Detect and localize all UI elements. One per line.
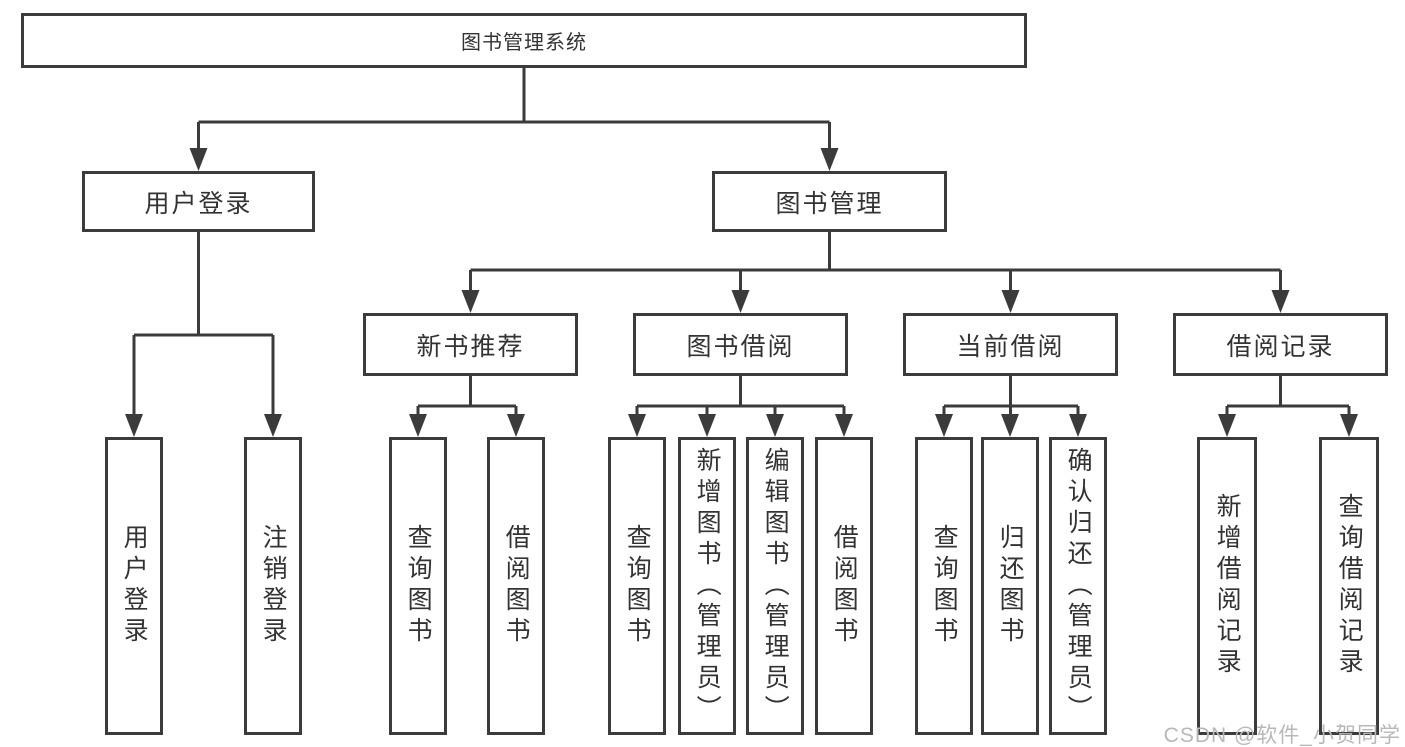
leaf-logout-login: 注销登录 [244,437,302,735]
node-label: 当前借阅 [956,332,1065,361]
leaf-label: 借阅图书 [502,524,531,648]
leaf-label: 注销登录 [259,524,288,648]
leaf-user-login: 用户登录 [105,437,163,735]
node-label: 新书推荐 [416,332,525,361]
leaf-label: 查询图书 [404,524,433,648]
leaf-label: 查询图书 [930,524,959,648]
leaf-borrow-books-borrowing: 借阅图书 [815,437,873,735]
leaf-label: 查询借阅记录 [1335,493,1364,679]
node-book-borrowing: 图书借阅 [633,313,848,376]
leaf-query-books-recommend: 查询图书 [389,437,447,735]
leaf-label: 查询图书 [623,524,652,648]
leaf-add-borrow-record: 新增借阅记录 [1197,437,1257,735]
leaf-label: 归还图书 [996,524,1025,648]
watermark: CSDN @软件_小贺同学 [1163,724,1401,747]
node-borrowing-records: 借阅记录 [1173,313,1388,376]
node-book-management: 图书管理 [712,171,947,232]
leaf-label: 借阅图书 [830,524,859,648]
leaf-add-book-admin: 新增图书（管理员） [678,437,736,735]
node-label: 图书管理 [775,189,884,218]
node-new-book-recommend: 新书推荐 [363,313,578,376]
leaf-label: 用户登录 [120,524,149,648]
node-user-login: 用户登录 [82,171,315,232]
leaf-borrow-books-recommend: 借阅图书 [487,437,545,735]
node-label: 图书管理系统 [461,32,587,54]
leaf-query-books-borrowing: 查询图书 [608,437,666,735]
node-label: 图书借阅 [686,332,795,361]
leaf-label: 新增图书（管理员） [693,446,722,726]
node-label: 借阅记录 [1226,332,1335,361]
leaf-return-books: 归还图书 [981,437,1039,735]
leaf-query-borrow-record: 查询借阅记录 [1319,437,1379,735]
node-library-system: 图书管理系统 [21,13,1027,68]
leaf-label: 编辑图书（管理员） [761,446,790,726]
leaf-label: 确认归还（管理员） [1064,446,1093,726]
leaf-edit-book-admin: 编辑图书（管理员） [746,437,804,735]
node-current-borrowing: 当前借阅 [903,313,1118,376]
node-label: 用户登录 [144,189,253,218]
leaf-label: 新增借阅记录 [1213,493,1242,679]
leaf-confirm-return-admin: 确认归还（管理员） [1049,437,1107,735]
leaf-query-books-current: 查询图书 [915,437,973,735]
